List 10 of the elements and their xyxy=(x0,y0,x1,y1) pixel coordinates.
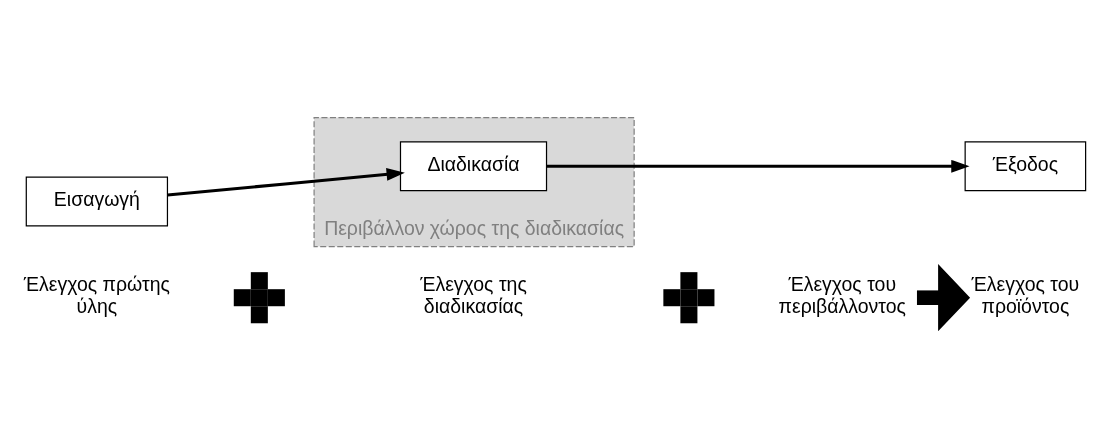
node-text: Έλεγχος πρώτης ύλης xyxy=(23,272,170,317)
arrow xyxy=(916,263,971,331)
arrow xyxy=(546,159,970,173)
node-text: Έλεγχος του περιβάλλοντος xyxy=(778,272,906,317)
node-box: Διαδικασία xyxy=(399,140,548,191)
node-box: Εισαγωγή xyxy=(25,176,169,226)
node-text: Έλεγχος του προϊόντος xyxy=(971,272,1080,317)
arrow xyxy=(167,167,405,197)
node-box: Έξοδος xyxy=(964,140,1087,191)
node-text: Έλεγχος της διαδικασίας xyxy=(420,272,527,317)
